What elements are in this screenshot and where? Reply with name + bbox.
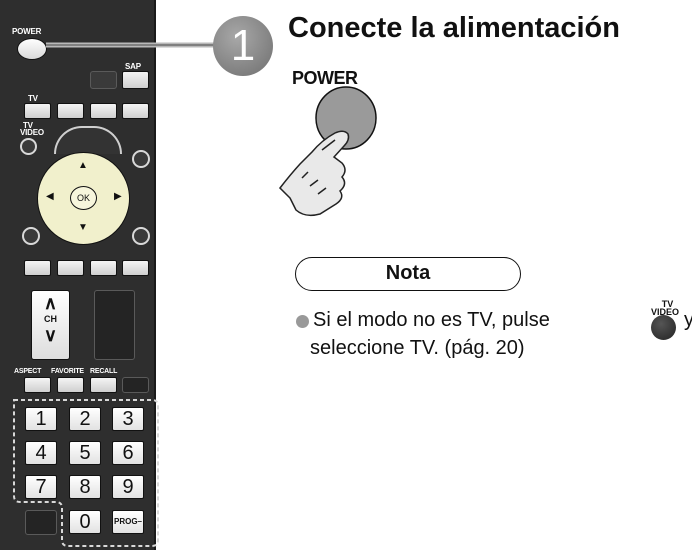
digit-1-button[interactable]: 1 — [25, 407, 57, 431]
blank-numpad-button[interactable] — [25, 510, 57, 535]
power-button-illustration — [315, 86, 377, 150]
recall-button[interactable] — [90, 377, 117, 393]
tv-video-button-icon — [651, 315, 676, 340]
note-text-tail: y — [684, 309, 692, 331]
color-button-1[interactable] — [24, 260, 51, 276]
color-button-3[interactable] — [90, 260, 117, 276]
arrow-down-icon[interactable]: ▼ — [78, 222, 88, 233]
tv-video-icon-label-top: TV — [661, 299, 674, 309]
blank-button[interactable] — [90, 71, 117, 89]
arrow-up-icon[interactable]: ▲ — [78, 160, 88, 171]
digit-3-button[interactable]: 3 — [112, 407, 144, 431]
note-heading: Nota — [295, 257, 521, 291]
channel-up-icon[interactable]: ∧ — [43, 293, 58, 313]
digit-8-button[interactable]: 8 — [69, 475, 101, 499]
ok-label: OK — [76, 193, 90, 203]
tv-video-label-top: TV — [23, 121, 33, 130]
step-number-badge: 1 — [213, 16, 273, 76]
tv-video-label-bottom: VIDEO — [20, 128, 44, 137]
power-label: POWER — [12, 27, 42, 36]
aspect-label: ASPECT — [14, 368, 42, 375]
power-illustration-label: POWER — [292, 68, 358, 88]
input-button-2[interactable] — [57, 103, 84, 119]
favorite-label: FAVORITE — [51, 368, 84, 375]
recall-label: RECALL — [90, 368, 118, 375]
note-text-line2: seleccione TV. (pág. 20) — [310, 337, 525, 359]
numpad-highlight — [13, 399, 159, 547]
channel-label: CH — [44, 314, 57, 324]
extra-button[interactable] — [122, 377, 149, 393]
ok-button[interactable]: OK — [70, 186, 97, 210]
tv-button[interactable] — [24, 103, 51, 119]
tv-video-icon-label-bottom: VIDEO — [651, 307, 680, 317]
sap-button[interactable] — [122, 71, 149, 89]
tv-label: TV — [28, 94, 38, 103]
input-button-4[interactable] — [122, 103, 149, 119]
digit-6-button[interactable]: 6 — [112, 441, 144, 465]
side-button-right-bottom[interactable] — [132, 227, 150, 245]
remote-control: POWER SAP TV TV VIDEO ▲ ▼ ◀ ▶ OK ∧ CH ∨ … — [0, 0, 156, 550]
step-title: Conecte la alimentación — [288, 12, 620, 44]
aspect-button[interactable] — [24, 377, 51, 393]
color-button-4[interactable] — [122, 260, 149, 276]
digit-4-button[interactable]: 4 — [25, 441, 57, 465]
input-button-3[interactable] — [90, 103, 117, 119]
digit-0-button[interactable]: 0 — [69, 510, 101, 534]
digit-7-button[interactable]: 7 — [25, 475, 57, 499]
tv-video-button[interactable] — [20, 138, 37, 155]
prog-button[interactable]: PROG– — [112, 510, 144, 534]
arrow-right-icon[interactable]: ▶ — [114, 191, 122, 202]
tv-video-label: TV VIDEO — [20, 121, 44, 137]
digit-5-button[interactable]: 5 — [69, 441, 101, 465]
side-button-left-bottom[interactable] — [22, 227, 40, 245]
channel-down-icon[interactable]: ∨ — [43, 325, 58, 345]
digit-2-button[interactable]: 2 — [69, 407, 101, 431]
power-button[interactable] — [17, 38, 47, 60]
volume-rocker[interactable] — [94, 290, 135, 360]
digit-9-button[interactable]: 9 — [112, 475, 144, 499]
tv-video-icon-label: TV VIDEO — [651, 299, 679, 317]
bullet-icon — [296, 315, 309, 328]
side-button-right-top[interactable] — [132, 150, 150, 168]
sap-label: SAP — [125, 62, 141, 71]
arrow-left-icon[interactable]: ◀ — [46, 191, 54, 202]
note-text-line1: Si el modo no es TV, pulse — [313, 309, 550, 331]
hand-icon — [279, 130, 350, 217]
color-button-2[interactable] — [57, 260, 84, 276]
channel-rocker[interactable]: ∧ CH ∨ — [31, 290, 70, 360]
favorite-button[interactable] — [57, 377, 84, 393]
